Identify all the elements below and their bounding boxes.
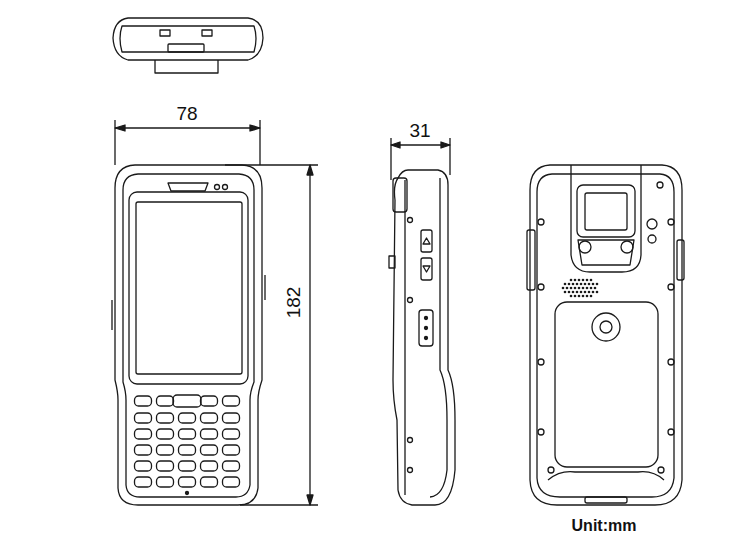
screw [668, 429, 674, 435]
grille-dot [570, 287, 573, 290]
grille-dot [586, 279, 589, 282]
keypad-key [223, 413, 240, 423]
grille-dot [580, 283, 583, 286]
grille-dot [576, 283, 579, 286]
keypad-key [223, 429, 240, 439]
grille-dot [590, 287, 593, 290]
screw [668, 359, 674, 365]
grille-dot [568, 283, 571, 286]
grille-dot [590, 295, 593, 298]
keypad-key [223, 445, 240, 455]
grille-dot [580, 291, 583, 294]
keypad-key [201, 445, 218, 455]
keypad-key [201, 461, 218, 471]
dimension-label: 31 [409, 121, 430, 140]
grille-dot [586, 287, 589, 290]
grille-dot [578, 287, 581, 290]
screw [657, 182, 663, 188]
grille-dot [570, 279, 573, 282]
dimension-31 [391, 138, 450, 180]
back-view [527, 165, 684, 505]
grille-dot [596, 283, 599, 286]
grille-dot [576, 291, 579, 294]
grille-dot [588, 283, 591, 286]
keypad-key [179, 445, 196, 455]
keypad-key [135, 429, 152, 439]
grille-dot [574, 287, 577, 290]
keypad-key [179, 477, 196, 487]
keypad-key [135, 396, 152, 406]
grille-dot [592, 291, 595, 294]
dimension-label: 182 [284, 286, 303, 318]
grille-dot [578, 295, 581, 298]
screw [668, 219, 674, 225]
keypad-key [201, 413, 218, 423]
keypad-key [157, 461, 174, 471]
keypad-key [223, 396, 240, 406]
unit-note: Unit:mm [572, 518, 637, 534]
screw [538, 359, 544, 365]
keypad-key [223, 461, 240, 471]
screw [668, 284, 674, 290]
keypad-key [179, 429, 196, 439]
grille-dot [572, 283, 575, 286]
keypad-key [157, 429, 174, 439]
keypad-key [135, 413, 152, 423]
grille-dot [564, 291, 567, 294]
keypad-key [179, 413, 196, 423]
screw [658, 467, 664, 473]
keypad-key [201, 396, 218, 406]
grille-dot [578, 279, 581, 282]
keypad-key [157, 477, 174, 487]
keypad-key [201, 477, 218, 487]
side-view [389, 170, 455, 505]
screw [538, 429, 544, 435]
grille-dot [582, 287, 585, 290]
grille-dot [568, 291, 571, 294]
keypad-key [179, 461, 196, 471]
grille-dot [588, 291, 591, 294]
dimension-78 [115, 120, 260, 165]
grille-dot [574, 295, 577, 298]
grille-dot [566, 287, 569, 290]
keypad-key [135, 445, 152, 455]
grille-dot [570, 295, 573, 298]
keypad-key [157, 396, 174, 406]
keypad-key [223, 477, 240, 487]
grille-dot [582, 295, 585, 298]
grille-dot [564, 283, 567, 286]
dimension-label: 78 [176, 104, 197, 123]
grille-dot [596, 291, 599, 294]
grille-dot [586, 295, 589, 298]
top-view [113, 18, 263, 73]
grille-dot [574, 279, 577, 282]
grille-dot [590, 279, 593, 282]
grille-dot [562, 287, 565, 290]
grille-dot [592, 283, 595, 286]
keypad-key [135, 477, 152, 487]
screw [538, 219, 544, 225]
keypad-key [201, 429, 218, 439]
keypad-key [157, 413, 174, 423]
keypad-key [173, 395, 201, 407]
screw [548, 467, 554, 473]
front-view [112, 165, 265, 505]
grille-dot [584, 291, 587, 294]
grille-dot [584, 283, 587, 286]
grille-dot [594, 287, 597, 290]
screw [538, 284, 544, 290]
keypad-key [135, 461, 152, 471]
keypad-key [157, 445, 174, 455]
grille-dot [572, 291, 575, 294]
grille-dot [582, 279, 585, 282]
